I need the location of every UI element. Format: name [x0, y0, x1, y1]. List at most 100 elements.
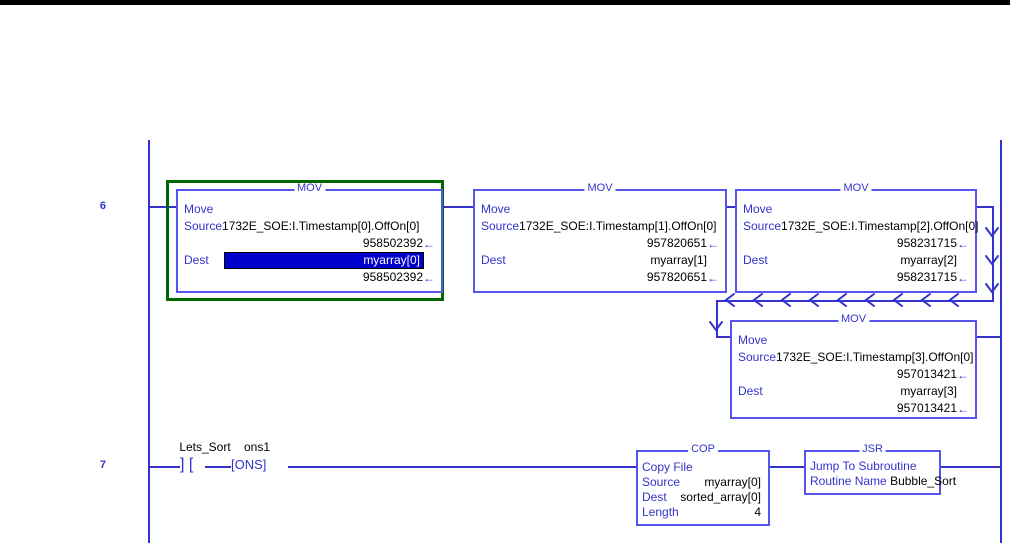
mov-1-source-arrow-icon: ← [707, 236, 719, 251]
mov-0-source-operand[interactable]: 1732E_SOE:I.Timestamp[0].OffOn[0] [222, 219, 420, 233]
jsr-routine-label: Routine Name [810, 474, 887, 488]
mov-2-name-label: Move [743, 202, 773, 216]
xic-tag-label: Lets_Sort [179, 440, 231, 454]
mov-2-title: MOV [840, 183, 872, 194]
mov-0-dest-value-row: 958502392 ← [184, 269, 435, 286]
mov-1-dest-value-row: 957820651 ← [481, 269, 719, 286]
top-black-bar [0, 0, 1010, 5]
instruction-cop[interactable]: COP Copy File Source myarray[0] Dest sor… [636, 444, 770, 526]
cop-dest-row[interactable]: Dest sorted_array[0] [642, 490, 764, 505]
cop-source-row[interactable]: Source myarray[0] [642, 475, 764, 490]
left-power-rail [148, 140, 150, 543]
cop-dest-label: Dest [642, 490, 667, 504]
mov-3-dest-arrow-icon: ← [957, 401, 969, 416]
cop-source-operand[interactable]: myarray[0] [704, 475, 761, 489]
mov-3-dest-value: 957013421 [896, 401, 957, 415]
jsr-title: JSR [859, 444, 886, 455]
mov-2-source-operand[interactable]: 1732E_SOE:I.Timestamp[2].OffOn[0] [781, 219, 979, 233]
mov-3-source-arrow-icon: ← [957, 367, 969, 382]
mov-2-source-arrow-icon: ← [957, 236, 969, 251]
wire-jsr-to-rail [941, 466, 1001, 468]
jsr-routine-row[interactable]: Routine Name Bubble_Sort [810, 474, 956, 489]
mov-2-dest-label: Dest [743, 253, 768, 267]
wrap-horizontal [716, 300, 994, 302]
ons-instruction[interactable]: [ONS] [231, 457, 267, 472]
mov-2-dest-row[interactable]: Dest myarray[2] [743, 252, 969, 269]
mov-3-source-row[interactable]: Source1732E_SOE:I.Timestamp[3].OffOn[0] [738, 349, 973, 366]
mov-1-dest-label: Dest [481, 253, 506, 267]
mov-0-name-row: Move [184, 201, 435, 218]
mov-3-source-value: 957013421 [896, 367, 957, 381]
cop-title: COP [688, 444, 718, 455]
wire-rail-to-mov0 [148, 206, 176, 208]
mov-1-source-label: Source [481, 219, 520, 233]
mov-2-dest-value-row: 958231715 ← [743, 269, 969, 286]
mov-3-source-operand[interactable]: 1732E_SOE:I.Timestamp[3].OffOn[0] [776, 350, 974, 364]
mov-2-dest-operand[interactable]: myarray[2] [900, 253, 957, 267]
xic-contact-icon[interactable]: ] [ [180, 456, 194, 473]
mov-0-dest-operand-selected[interactable]: myarray[0] [224, 252, 424, 269]
jsr-name-label: Jump To Subroutine [810, 459, 917, 473]
cop-name-row: Copy File [642, 460, 764, 475]
mov-1-dest-row[interactable]: Dest myarray[1] [481, 252, 719, 269]
cop-length-value[interactable]: 4 [754, 505, 761, 519]
right-power-rail [1000, 140, 1002, 543]
mov-2-source-row[interactable]: Source1732E_SOE:I.Timestamp[2].OffOn[0] [743, 218, 978, 235]
mov-1-source-value-row: 957820651 ← [481, 235, 719, 252]
mov-3-dest-value-row: 957013421 ← [738, 400, 969, 417]
mov-1-source-value: 957820651 [646, 236, 707, 250]
cop-length-row[interactable]: Length 4 [642, 505, 764, 520]
wire-ons-to-cop [288, 466, 636, 468]
wire-wrap-to-mov3 [716, 336, 730, 338]
cop-source-label: Source [642, 475, 681, 489]
jsr-name-row: Jump To Subroutine [810, 459, 935, 474]
mov-3-name-label: Move [738, 333, 768, 347]
mov-1-name-label: Move [481, 202, 511, 216]
wire-rail-to-xic [148, 466, 180, 468]
cop-name-label: Copy File [642, 460, 693, 474]
mov-1-name-row: Move [481, 201, 719, 218]
mov-0-source-label: Source [184, 219, 223, 233]
wire-mov1-to-mov2 [727, 206, 735, 208]
mov-1-dest-operand[interactable]: myarray[1] [650, 253, 707, 267]
mov-2-source-label: Source [743, 219, 782, 233]
rung-number-7[interactable]: 7 [99, 459, 106, 471]
mov-1-dest-arrow-icon: ← [707, 270, 719, 285]
mov-3-dest-row[interactable]: Dest myarray[3] [738, 383, 969, 400]
instruction-mov-3[interactable]: MOV Move Source1732E_SOE:I.Timestamp[3].… [730, 314, 977, 419]
mov-3-title: MOV [837, 314, 870, 325]
mov-0-dest-arrow-icon: ← [423, 270, 435, 285]
wire-xic-to-ons [205, 466, 231, 468]
mov-3-source-label: Source [738, 350, 777, 364]
mov-0-source-row[interactable]: Source1732E_SOE:I.Timestamp[0].OffOn[0] [184, 218, 435, 235]
mov-1-source-operand[interactable]: 1732E_SOE:I.Timestamp[1].OffOn[0] [519, 219, 717, 233]
instruction-mov-2[interactable]: MOV Move Source1732E_SOE:I.Timestamp[2].… [735, 183, 978, 293]
wrap-vertical-left [716, 300, 718, 338]
mov-2-name-row: Move [743, 201, 969, 218]
mov-2-dest-value: 958231715 [896, 270, 957, 284]
mov-1-title: MOV [584, 183, 616, 194]
cop-dest-operand[interactable]: sorted_array[0] [680, 490, 761, 504]
mov-0-source-value-row: 958502392 ← [184, 235, 435, 252]
instruction-mov-0[interactable]: MOV Move Source1732E_SOE:I.Timestamp[0].… [176, 183, 443, 293]
wire-cop-to-jsr [770, 466, 804, 468]
mov-3-source-value-row: 957013421 ← [738, 366, 969, 383]
ons-tag-label: ons1 [243, 440, 271, 454]
mov-0-dest-row[interactable]: Dest myarray[0] [184, 252, 435, 269]
mov-1-source-row[interactable]: Source1732E_SOE:I.Timestamp[1].OffOn[0] [481, 218, 719, 235]
wire-mov0-to-mov1 [443, 206, 473, 208]
mov-0-dest-label: Dest [184, 253, 209, 267]
instruction-jsr[interactable]: JSR Jump To Subroutine Routine Name Bubb… [804, 444, 956, 495]
instruction-mov-1[interactable]: MOV Move Source1732E_SOE:I.Timestamp[1].… [473, 183, 727, 293]
mov-3-dest-operand[interactable]: myarray[3] [900, 384, 957, 398]
mov-1-dest-value: 957820651 [646, 270, 707, 284]
mov-0-source-arrow-icon: ← [423, 236, 435, 251]
mov-2-dest-arrow-icon: ← [957, 270, 969, 285]
rung-number-6[interactable]: 6 [99, 200, 106, 212]
wire-mov3-to-rail [977, 336, 1001, 338]
wire-mov2-to-wrap [977, 206, 994, 208]
mov-0-name-label: Move [184, 202, 214, 216]
jsr-routine-value[interactable]: Bubble_Sort [890, 474, 957, 488]
mov-0-dest-value: 958502392 [362, 270, 423, 284]
